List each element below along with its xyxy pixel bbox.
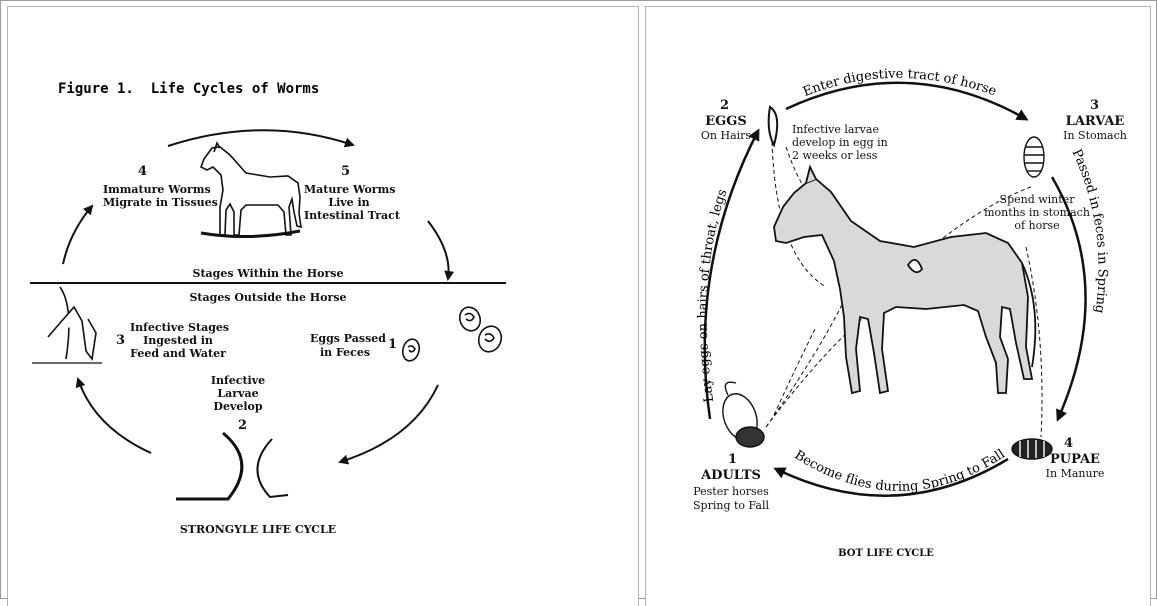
stage3-line1: Infective Stages (130, 321, 226, 334)
arrow-right-upper (428, 221, 449, 279)
stage1-line2: in Feces (310, 346, 380, 359)
stage3-line3: Feed and Water (130, 347, 226, 360)
adults-title: ADULTS (686, 469, 776, 482)
stage3-number: 3 (116, 334, 125, 347)
stage5-line3: Intestinal Tract (304, 209, 394, 222)
grazing-horse-illustration (32, 287, 102, 363)
arrow-bottom-right (340, 385, 438, 462)
eggs-title: EGGS (696, 115, 756, 128)
arrow-left (63, 206, 92, 264)
arrow-top (168, 130, 353, 146)
arc-left-text: Lay eggs on hairs of throat, legs (696, 187, 731, 403)
worm-eggs-illustration (400, 304, 504, 362)
bot-caption: BOT LIFE CYCLE (806, 547, 966, 560)
note-eggs-line3: 2 weeks or less (792, 149, 892, 162)
adults-sub2: Spring to Fall (686, 499, 776, 512)
stage4-line2: Migrate in Tissues (103, 196, 199, 209)
strongyle-caption: STRONGYLE LIFE CYCLE (158, 523, 358, 536)
bot-drawing: Enter digestive tract of horse Passed in… (646, 7, 1151, 606)
stage5-number: 5 (341, 165, 350, 178)
figure-title: Figure 1. Life Cycles of Worms (58, 81, 319, 97)
horse-illustration (201, 143, 301, 237)
pupae-number: 4 (1064, 437, 1073, 450)
arrow-bottom-left (78, 379, 151, 453)
pupae-sub: In Manure (1040, 467, 1110, 480)
stage1-line1: Eggs Passed (310, 332, 380, 345)
strongyle-drawing: Figure 1. Life Cycles of Worms (8, 7, 639, 606)
bot-fly-illustration (717, 382, 764, 447)
larvae-sub: In Stomach (1060, 129, 1130, 142)
bot-larva-illustration (1024, 137, 1044, 177)
stage5-line2: Live in (304, 196, 394, 209)
note-eggs-line2: develop in egg in (792, 136, 892, 149)
bot-life-cycle-panel: Enter digestive tract of horse Passed in… (645, 6, 1151, 606)
stage4-line1: Immature Worms (103, 183, 199, 196)
bot-egg-illustration (769, 107, 778, 145)
stage2-line2: Larvae (208, 387, 268, 400)
stage2-line3: Develop (208, 400, 268, 413)
pupae-title: PUPAE (1040, 453, 1110, 466)
stage3-line2: Ingested in (130, 334, 226, 347)
note-larvae-line1: Spend winter (982, 193, 1092, 206)
stage5-line1: Mature Worms (304, 183, 394, 196)
stage2-number: 2 (238, 419, 247, 432)
stage1-number: 1 (388, 338, 397, 351)
larvae-illustration (176, 433, 288, 499)
strongyle-life-cycle-panel: Figure 1. Life Cycles of Worms 4 Immatur… (7, 6, 639, 606)
note-larvae-line3: of horse (982, 219, 1092, 232)
larvae-title: LARVAE (1060, 115, 1130, 128)
larvae-number: 3 (1090, 99, 1099, 112)
eggs-number: 2 (720, 99, 729, 112)
stages-within-label: Stages Within the Horse (168, 267, 368, 280)
stages-outside-label: Stages Outside the Horse (168, 291, 368, 304)
adults-number: 1 (728, 453, 737, 466)
stage4-number: 4 (138, 165, 147, 178)
eggs-sub: On Hairs (696, 129, 756, 142)
stage2-line1: Infective (208, 374, 268, 387)
note-eggs-line1: Infective larvae (792, 123, 892, 136)
adults-sub1: Pester horses (686, 485, 776, 498)
note-larvae-line2: months in stomach (982, 206, 1092, 219)
